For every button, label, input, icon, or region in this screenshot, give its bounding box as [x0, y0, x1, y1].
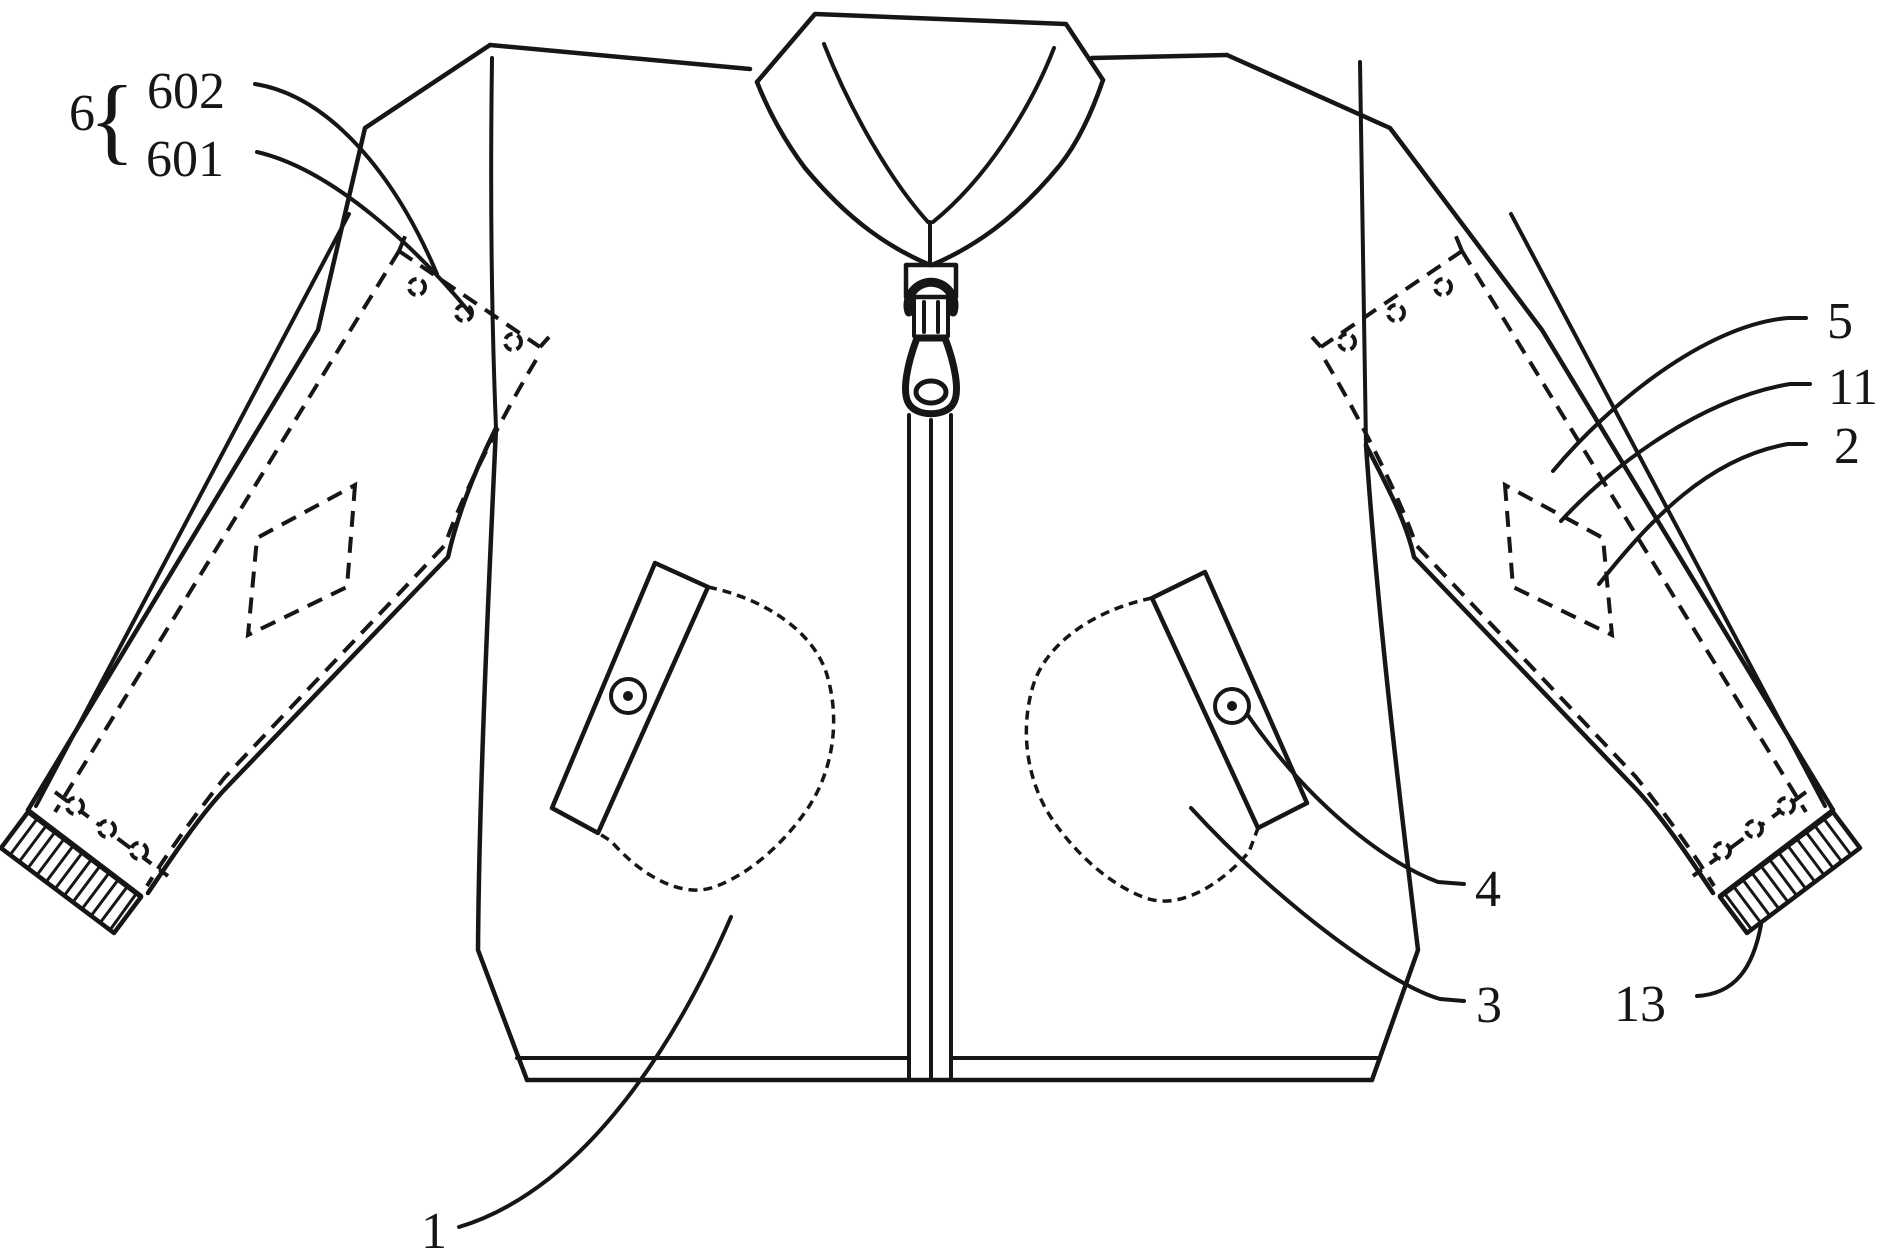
- collar-left-fold-line: [822, 42, 930, 224]
- right-panel-dashed-inner: [1323, 358, 1716, 888]
- label-1: 1: [421, 1203, 447, 1258]
- left-pocket-button-icon: [609, 677, 647, 715]
- label-602: 602: [147, 63, 225, 120]
- zipper-slider-body: [912, 298, 950, 338]
- left-pocket-button-dot: [623, 691, 633, 701]
- leader-602: [253, 82, 439, 276]
- right-pocket-button-dot: [1227, 701, 1237, 711]
- right-side-edge: [1363, 442, 1421, 1083]
- right-panel-corner-marks: [1310, 233, 1464, 349]
- left-side-edge: [475, 425, 530, 1083]
- left-sleeve: [0, 42, 551, 936]
- zipper-slider-dome: [903, 277, 959, 317]
- right-cuff-outline: [1717, 809, 1863, 936]
- collar-right-lapel-edge: [929, 77, 1106, 268]
- snap-button-icon: [1337, 332, 1357, 352]
- snap-button-icon: [1433, 277, 1453, 297]
- left-panel-dashed-top: [397, 249, 542, 349]
- leader-5: [1551, 316, 1808, 473]
- label-601: 601: [146, 131, 224, 188]
- left-pocket-band: [549, 560, 711, 836]
- leader-4: [1245, 712, 1466, 886]
- snap-button-icon: [1386, 303, 1406, 323]
- jacket-body: [475, 42, 1421, 1083]
- right-sleeve-snap-buttons: [1337, 277, 1796, 861]
- leader-11: [1559, 382, 1812, 523]
- snap-button-icon: [1712, 841, 1732, 861]
- right-sleeve-outer-edge: [1224, 52, 1836, 813]
- label-13: 13: [1614, 976, 1666, 1033]
- leader-601: [255, 150, 473, 316]
- left-sleeve-outer-seam-double: [34, 212, 351, 808]
- right-pocket-button-icon: [1213, 687, 1251, 725]
- collar-left-lapel-edge: [754, 79, 933, 268]
- left-sleeve-diamond-patch: [245, 481, 358, 639]
- label-6: 6: [69, 85, 95, 142]
- collar-right-fold-line: [931, 46, 1056, 224]
- right-sleeve-diamond-patch: [1502, 481, 1615, 639]
- right-panel-dashed-top: [1319, 249, 1464, 349]
- snap-button-icon: [1744, 819, 1764, 839]
- collar: [754, 11, 1106, 268]
- leader-1: [457, 915, 733, 1229]
- snap-button-icon: [97, 819, 117, 839]
- label-11: 11: [1828, 359, 1878, 416]
- snap-button-icon: [407, 277, 427, 297]
- label-3: 3: [1476, 977, 1502, 1034]
- leader-3: [1189, 806, 1466, 1003]
- left-panel-dashed-outer: [53, 249, 401, 814]
- leader-2: [1597, 442, 1808, 586]
- label-2: 2: [1834, 418, 1860, 475]
- left-cuff-dashed-line: [53, 790, 170, 878]
- zipper-pull-hole: [913, 378, 949, 406]
- left-cuff-ribbing: [8, 818, 138, 931]
- right-pocket-band: [1149, 569, 1310, 831]
- label-brace: {: [89, 66, 135, 173]
- left-shoulder-line: [487, 42, 753, 72]
- left-pocket: [549, 560, 836, 892]
- zipper: [902, 262, 960, 1082]
- left-cuff-outline: [0, 809, 144, 936]
- right-armhole-seam: [1358, 60, 1368, 447]
- right-cuff-ribbing: [1723, 818, 1853, 931]
- right-cuff-dashed-line: [1691, 790, 1808, 878]
- right-pocket-body: [1024, 596, 1260, 903]
- snap-button-icon: [65, 796, 85, 816]
- left-armhole-seam: [489, 56, 498, 430]
- right-sleeve: [1224, 52, 1863, 936]
- reference-labels: 6 { 602 601 5 11 2 4 3 13 1: [69, 63, 1878, 1258]
- leader-lines: [253, 82, 1812, 1229]
- left-pocket-body: [597, 585, 836, 892]
- snap-button-icon: [129, 841, 149, 861]
- right-panel-dashed-outer: [1460, 249, 1808, 814]
- left-panel-dashed-inner: [145, 358, 538, 888]
- label-5: 5: [1827, 293, 1853, 350]
- right-pocket: [1024, 569, 1310, 903]
- collar-outer-edge: [754, 11, 1106, 85]
- leader-13: [1695, 923, 1763, 998]
- right-sleeve-inner-edge: [1363, 442, 1716, 896]
- label-4: 4: [1475, 861, 1501, 918]
- snap-button-icon: [1776, 796, 1796, 816]
- snap-button-icon: [503, 332, 523, 352]
- right-shoulder-line: [1089, 52, 1230, 61]
